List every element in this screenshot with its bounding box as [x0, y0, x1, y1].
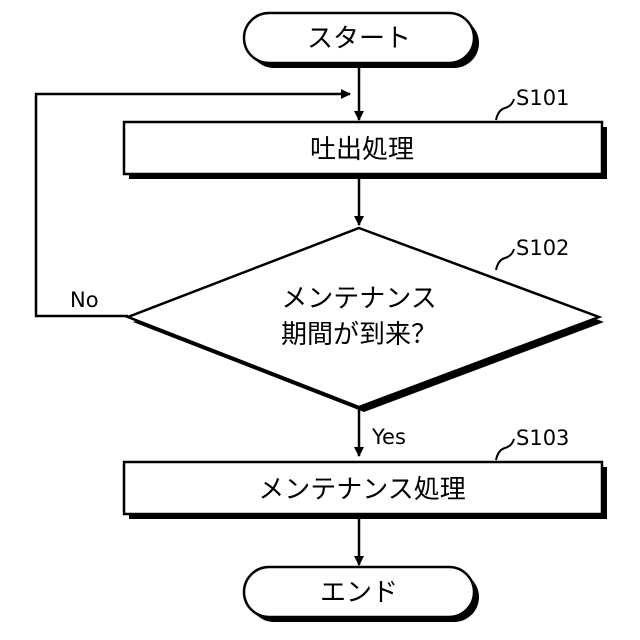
process-s103-label: メンテナンス処理 [258, 475, 465, 505]
step-id-s102: S102 [516, 236, 569, 260]
end-label: エンド [320, 578, 398, 608]
decision-s102-line2: 期間が到来？ [281, 320, 437, 350]
step-id-s101: S101 [516, 86, 569, 110]
process-s101: 吐出処理 [124, 122, 607, 179]
branch-yes-label: Yes [371, 425, 406, 449]
process-s103: メンテナンス処理 [124, 462, 607, 519]
start-terminator: スタート [244, 13, 479, 68]
start-label: スタート [307, 24, 411, 54]
step-marker-s101 [496, 99, 514, 120]
branch-no-label: No [70, 288, 99, 312]
step-id-s103: S103 [516, 426, 569, 450]
step-marker-s103 [496, 439, 514, 460]
step-marker-s102 [496, 249, 514, 270]
end-terminator: エンド [244, 567, 479, 622]
process-s101-label: 吐出処理 [310, 135, 414, 165]
decision-s102-line1: メンテナンス [281, 284, 436, 314]
